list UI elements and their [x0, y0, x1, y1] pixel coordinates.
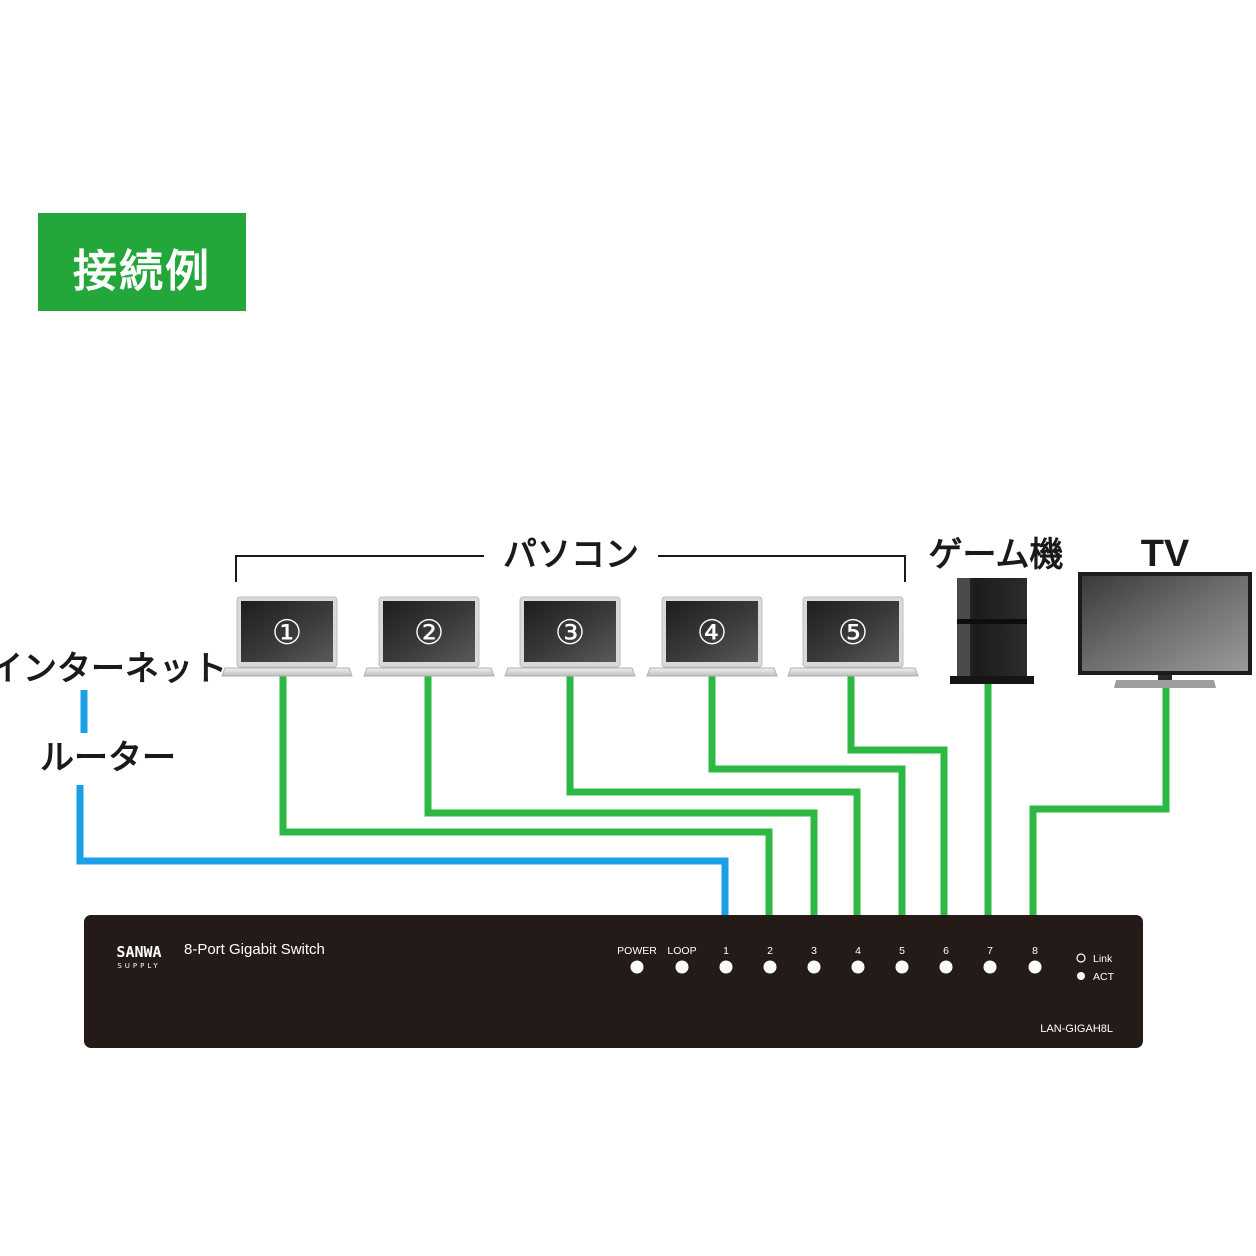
pc-group-label: パソコン: [503, 535, 639, 575]
game-console-label: ゲーム機: [929, 535, 1064, 575]
port-led: [763, 960, 777, 974]
port-led: [895, 960, 909, 974]
act-legend-label: ACT: [1093, 971, 1115, 983]
network-switch: SANWA SUPPLY 8-Port Gigabit Switch LAN-G…: [84, 915, 1143, 1048]
laptop-number: ②: [414, 613, 444, 653]
power-led: [630, 960, 644, 974]
wan-cable: [76, 785, 729, 915]
lan-cable-pc5: [847, 676, 948, 915]
laptop-number: ③: [555, 613, 585, 653]
port-number-label: 5: [899, 945, 905, 957]
lan-cable-pc2: [424, 676, 818, 915]
laptop-icon: ③: [504, 596, 636, 677]
port-number-label: 6: [943, 945, 949, 957]
tv-label: TV: [1141, 533, 1190, 575]
port-number-label: 4: [855, 945, 861, 957]
heading-badge: 接続例: [38, 213, 246, 311]
lan-cable-pc1: [279, 676, 773, 915]
lan-cable-tv: [1029, 688, 1170, 915]
port-led: [939, 960, 953, 974]
pc-group-bracket: [235, 555, 906, 582]
port-number-label: 2: [767, 945, 773, 957]
internet-label: インターネット: [0, 649, 227, 689]
port-led: [719, 960, 733, 974]
link-legend-label: Link: [1093, 953, 1113, 965]
link-legend-icon: [1076, 953, 1086, 963]
port-number-label: 7: [987, 945, 993, 957]
lan-cable-pc3: [566, 676, 861, 915]
port-led: [851, 960, 865, 974]
port-leds: 1 2 3 4 5 6 7 8: [719, 945, 1042, 974]
loop-led-label: LOOP: [667, 945, 696, 957]
port-led: [983, 960, 997, 974]
game-console-icon: [950, 578, 1034, 684]
heading-text: 接続例: [73, 246, 211, 297]
tv-icon: [1078, 572, 1252, 688]
act-legend-icon: [1077, 972, 1085, 980]
router-label: ルーター: [40, 738, 176, 778]
brand-logo-sub: SUPPLY: [117, 962, 160, 970]
switch-model: LAN-GIGAH8L: [1040, 1023, 1113, 1035]
laptop-number: ④: [697, 613, 727, 653]
laptop-icon: ①: [221, 596, 353, 677]
power-led-label: POWER: [617, 945, 657, 957]
port-led: [1028, 960, 1042, 974]
port-led: [807, 960, 821, 974]
laptops: ① ② ③ ④ ⑤: [221, 596, 919, 677]
brand-logo: SANWA: [116, 943, 161, 961]
cables: [76, 676, 1170, 915]
port-number-label: 3: [811, 945, 817, 957]
port-number-label: 1: [723, 945, 729, 957]
laptop-icon: ⑤: [787, 596, 919, 677]
switch-name: 8-Port Gigabit Switch: [184, 941, 325, 958]
lan-cable-pc4: [708, 676, 906, 915]
laptop-number: ①: [272, 613, 302, 653]
laptop-icon: ②: [363, 596, 495, 677]
loop-led: [675, 960, 689, 974]
laptop-icon: ④: [646, 596, 778, 677]
laptop-number: ⑤: [838, 613, 868, 653]
port-number-label: 8: [1032, 945, 1038, 957]
